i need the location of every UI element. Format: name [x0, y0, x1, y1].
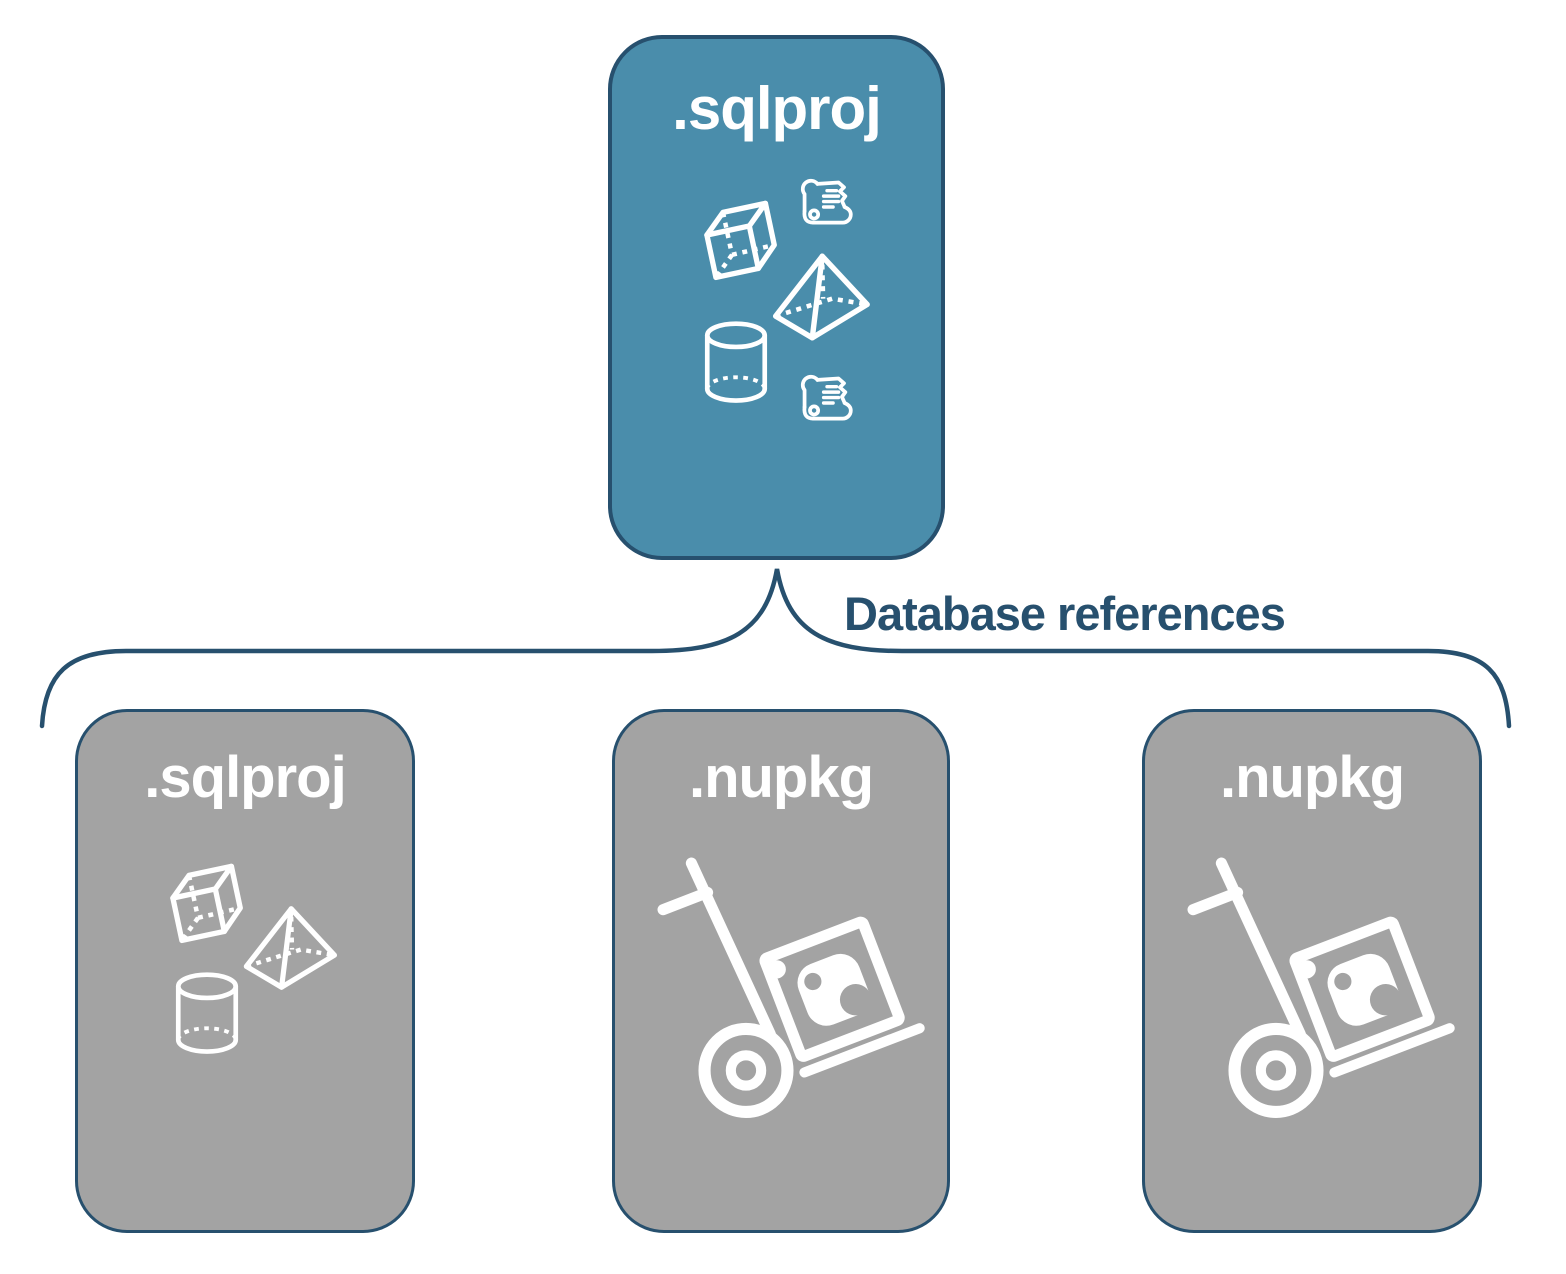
- nuget-package-dolly-icon: [657, 852, 925, 1120]
- child-node-label: .sqlproj: [144, 745, 346, 810]
- cylinder-icon: [701, 319, 771, 406]
- cube-icon: [696, 197, 786, 287]
- cylinder-icon: [172, 970, 242, 1057]
- child-node-label: .nupkg: [688, 745, 874, 810]
- child-node-nupkg-2: .nupkg: [1142, 709, 1482, 1233]
- pyramid-icon: [240, 904, 340, 992]
- scroll-icon: [793, 369, 861, 437]
- cube-icon: [162, 860, 252, 950]
- pyramid-icon: [769, 251, 873, 343]
- nuget-package-dolly-icon: [1187, 852, 1455, 1120]
- scroll-icon: [793, 173, 861, 241]
- database-references-label: Database references: [844, 587, 1286, 640]
- root-node-label: .sqlproj: [672, 75, 882, 142]
- child-node-nupkg-1: .nupkg: [612, 709, 950, 1233]
- child-node-label: .nupkg: [1219, 745, 1405, 810]
- root-node-sqlproj: .sqlproj: [608, 35, 945, 560]
- child-node-sqlproj: .sqlproj: [75, 709, 415, 1233]
